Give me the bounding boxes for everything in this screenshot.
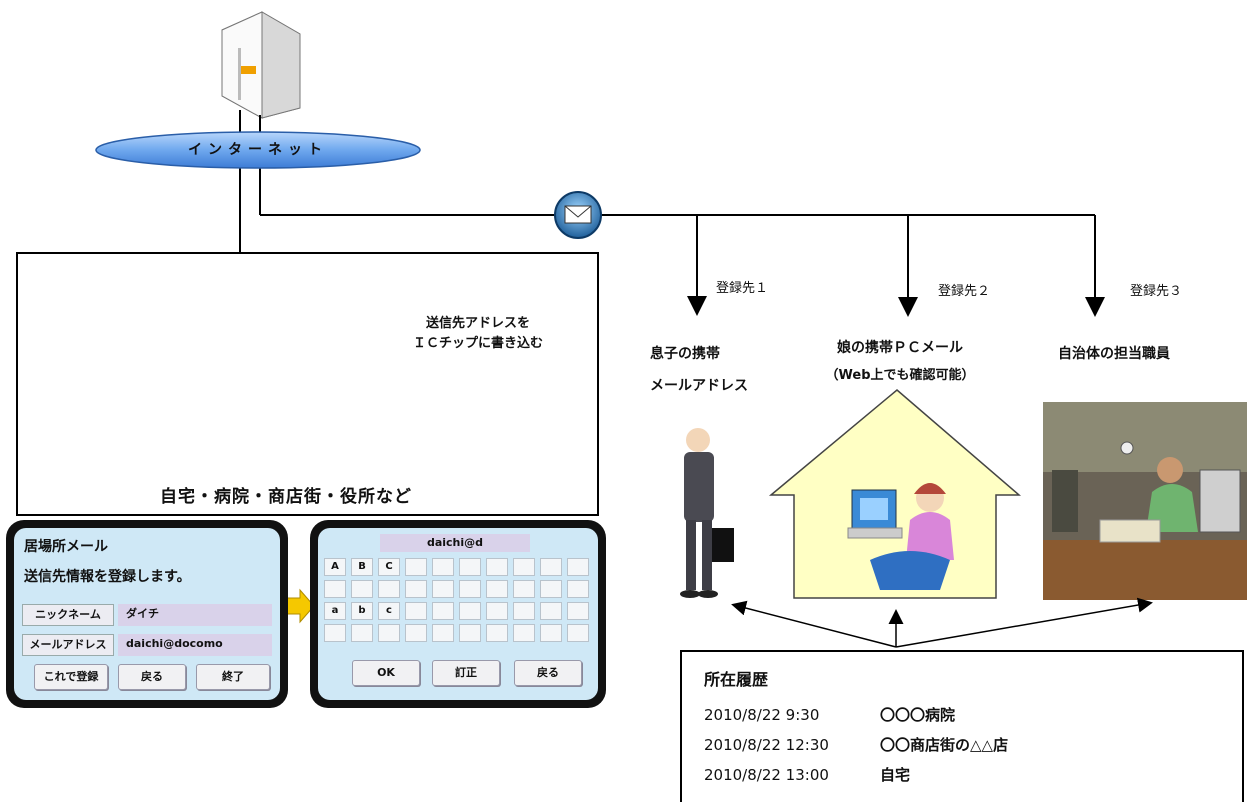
history-title: 所在履歴: [704, 670, 769, 689]
son-destination: 息子の携帯 メールアドレス: [650, 340, 748, 400]
nickname-field[interactable]: ダイチ: [118, 604, 272, 626]
history-row: 2010/8/22 12:30 〇〇商店街の△△店: [704, 734, 1008, 755]
bubble-line-2: ＩＣチップに書き込む: [412, 336, 543, 351]
keyboard-key-blank[interactable]: [567, 558, 589, 576]
keyboard-key[interactable]: c: [378, 602, 400, 620]
location-scene-box: [16, 252, 599, 516]
registration-label-2: 登録先２: [938, 284, 991, 299]
history-place: 〇〇商店街の△△店: [880, 736, 1009, 754]
keyboard-key[interactable]: a: [324, 602, 346, 620]
keyboard-key-blank[interactable]: [405, 602, 427, 620]
register-button[interactable]: これで登録: [34, 664, 108, 690]
register-panel-subtitle: 送信先情報を登録します。: [24, 569, 191, 585]
keyboard-key-blank[interactable]: [378, 580, 400, 598]
bubble-line-1: 送信先アドレスを: [425, 316, 530, 331]
keyboard-key-blank[interactable]: [405, 558, 427, 576]
keyboard-key-blank[interactable]: [513, 558, 535, 576]
staff-destination-line-1: 自治体の担当職員: [1058, 346, 1170, 362]
history-time: 2010/8/22 9:30: [704, 706, 820, 724]
panel-connector-arrow: [285, 588, 315, 624]
registration-label-1: 登録先１: [716, 281, 769, 296]
keyboard-key-blank[interactable]: [405, 580, 427, 598]
keyboard-key[interactable]: B: [351, 558, 373, 576]
exit-button[interactable]: 終了: [196, 664, 270, 690]
house-illustration: [768, 389, 1022, 599]
keyboard-key-blank[interactable]: [567, 624, 589, 642]
keyboard-key-blank[interactable]: [486, 602, 508, 620]
history-place: 〇〇〇病院: [880, 706, 956, 724]
location-history-box: 所在履歴 2010/8/22 9:30 〇〇〇病院 2010/8/22 12:30…: [680, 650, 1244, 802]
keyboard-back-button[interactable]: 戻る: [514, 660, 582, 686]
daughter-destination-line-2: （Web上でも確認可能）: [825, 368, 975, 383]
register-panel: 居場所メール 送信先情報を登録します。 ニックネーム ダイチ メールアドレス d…: [6, 520, 288, 708]
keyboard-key-blank[interactable]: [459, 558, 481, 576]
keyboard-key-blank[interactable]: [540, 602, 562, 620]
keyboard-key-blank[interactable]: [540, 558, 562, 576]
municipal-staff-illustration: [1043, 402, 1247, 600]
keyboard-key-blank[interactable]: [459, 624, 481, 642]
keyboard-key-blank[interactable]: [513, 602, 535, 620]
keyboard-key-blank[interactable]: [540, 624, 562, 642]
email-label: メールアドレス: [22, 634, 114, 656]
keyboard-key[interactable]: b: [351, 602, 373, 620]
keyboard-key[interactable]: C: [378, 558, 400, 576]
bubble-text: 送信先アドレスを ＩＣチップに書き込む: [378, 314, 578, 354]
keyboard-key-blank[interactable]: [324, 624, 346, 642]
register-panel-title: 居場所メール: [24, 539, 108, 555]
keyboard-key-blank[interactable]: [540, 580, 562, 598]
son-illustration: [680, 428, 734, 598]
keyboard-input-field[interactable]: daichi@d: [380, 534, 530, 552]
nickname-label: ニックネーム: [22, 604, 114, 626]
keyboard-key-blank[interactable]: [459, 602, 481, 620]
keyboard-key-blank[interactable]: [432, 624, 454, 642]
history-row: 2010/8/22 13:00 自宅: [704, 764, 910, 785]
mail-icon: [554, 191, 602, 239]
son-destination-line-1: 息子の携帯: [650, 346, 720, 362]
server-icon: [221, 11, 301, 119]
keyboard-key-blank[interactable]: [351, 624, 373, 642]
keyboard-key-blank[interactable]: [432, 558, 454, 576]
daughter-destination: 娘の携帯ＰＣメール （Web上でも確認可能）: [806, 334, 994, 390]
keyboard-key-blank[interactable]: [486, 624, 508, 642]
email-field[interactable]: daichi@docomo: [118, 634, 272, 656]
back-button[interactable]: 戻る: [118, 664, 186, 690]
son-destination-line-2: メールアドレス: [650, 378, 748, 394]
keyboard-key-blank[interactable]: [324, 580, 346, 598]
keyboard-key-blank[interactable]: [351, 580, 373, 598]
register-panel-screen: 居場所メール 送信先情報を登録します。 ニックネーム ダイチ メールアドレス d…: [14, 528, 280, 700]
keyboard-key-blank[interactable]: [567, 602, 589, 620]
history-time: 2010/8/22 12:30: [704, 736, 829, 754]
scene-caption: 自宅・病院・商店街・役所など: [160, 487, 412, 507]
internet-label: インターネット: [188, 142, 328, 158]
keyboard-key-blank[interactable]: [513, 624, 535, 642]
history-time: 2010/8/22 13:00: [704, 766, 829, 784]
correct-button[interactable]: 訂正: [432, 660, 500, 686]
keyboard-key-blank[interactable]: [432, 580, 454, 598]
ok-button[interactable]: OK: [352, 660, 420, 686]
history-place: 自宅: [880, 766, 911, 784]
internet-ellipse: [95, 131, 421, 169]
registration-label-3: 登録先３: [1130, 284, 1183, 299]
keyboard-key-blank[interactable]: [459, 580, 481, 598]
keyboard-key-blank[interactable]: [432, 602, 454, 620]
keyboard-key-blank[interactable]: [378, 624, 400, 642]
history-row: 2010/8/22 9:30 〇〇〇病院: [704, 704, 955, 725]
keyboard-key-blank[interactable]: [405, 624, 427, 642]
keyboard-key-blank[interactable]: [567, 580, 589, 598]
daughter-destination-line-1: 娘の携帯ＰＣメール: [837, 340, 963, 356]
staff-destination: 自治体の担当職員: [1058, 340, 1170, 368]
keyboard-key-blank[interactable]: [513, 580, 535, 598]
keyboard-key-blank[interactable]: [486, 580, 508, 598]
keyboard-key-blank[interactable]: [486, 558, 508, 576]
keyboard-key[interactable]: A: [324, 558, 346, 576]
